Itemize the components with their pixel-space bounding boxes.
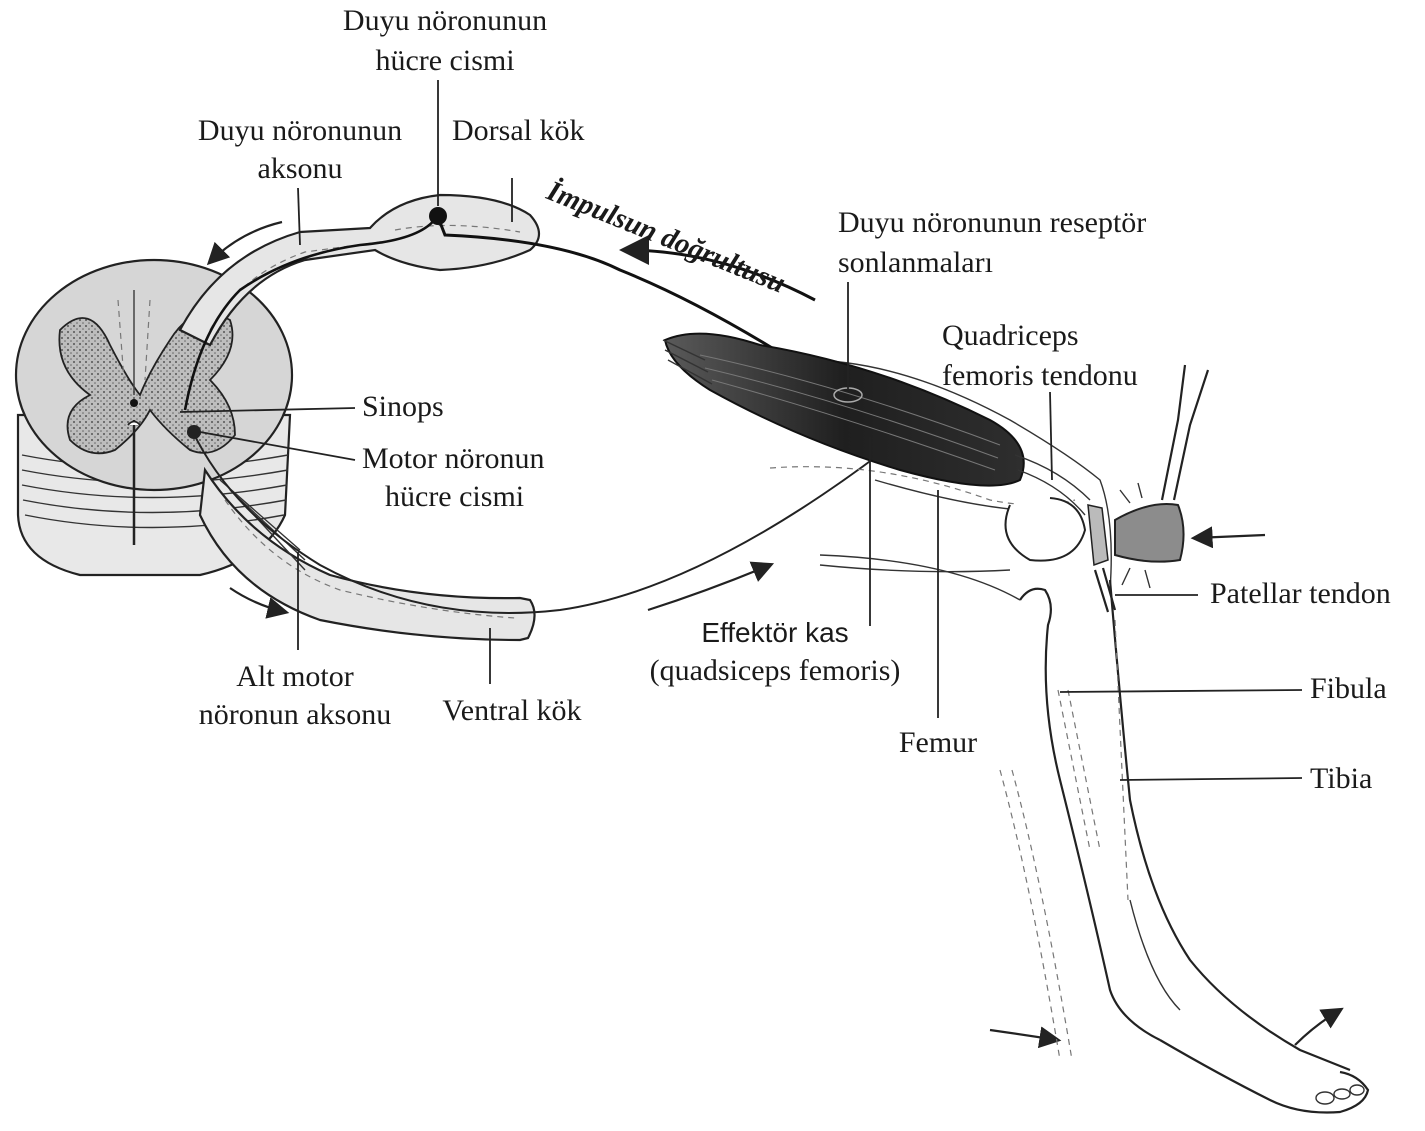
label-fibula: Fibula xyxy=(1310,672,1387,705)
label-impulse-direction: İmpulsun doğrultusu xyxy=(541,174,790,300)
reflex-hammer xyxy=(1115,365,1208,588)
label-synapse: Sinops xyxy=(362,390,444,423)
label-receptor-2: sonlanmaları xyxy=(838,246,993,279)
label-effector-2: (quadsiceps femoris) xyxy=(650,654,901,687)
label-patellar-tendon: Patellar tendon xyxy=(1210,577,1391,610)
quadriceps-muscle xyxy=(665,334,1024,486)
label-sensory-axon-2: aksonu xyxy=(258,152,343,185)
label-sensory-cell-body-2: hücre cismi xyxy=(375,44,514,77)
label-ventral-root: Ventral kök xyxy=(442,694,581,727)
label-receptor-1: Duyu nöronunun reseptör xyxy=(838,206,1146,239)
label-lower-motor-2: nöronun aksonu xyxy=(199,698,391,731)
label-dorsal-root: Dorsal kök xyxy=(452,114,584,147)
label-quadriceps-tendon-1: Quadriceps xyxy=(942,319,1079,352)
label-effector-1: Effektör kas xyxy=(701,617,848,648)
label-sensory-axon-1: Duyu nöronunun xyxy=(198,114,402,147)
label-tibia: Tibia xyxy=(1310,762,1372,795)
label-sensory-cell-body-1: Duyu nöronunun xyxy=(343,4,547,37)
label-motor-cell-body-2: hücre cismi xyxy=(385,480,524,513)
label-motor-cell-body-1: Motor nöronun xyxy=(362,442,545,475)
label-femur: Femur xyxy=(899,726,977,759)
femur-condyle xyxy=(1006,498,1086,561)
label-lower-motor-1: Alt motor xyxy=(236,660,354,693)
lower-leg xyxy=(820,555,1368,1113)
label-quadriceps-tendon-2: femoris tendonu xyxy=(942,359,1138,392)
